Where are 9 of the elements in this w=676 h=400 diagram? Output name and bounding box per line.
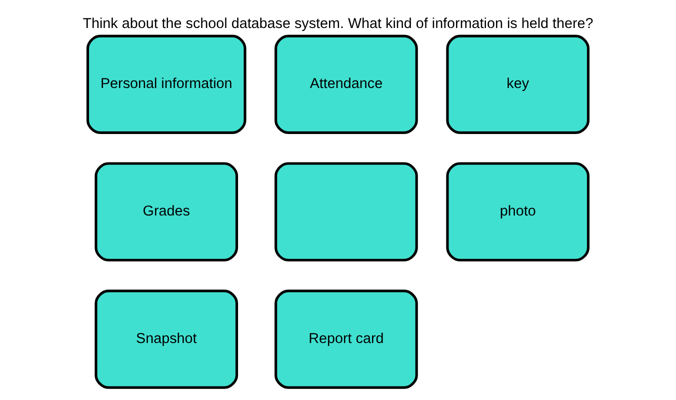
node-box: key xyxy=(446,34,590,134)
node-box: Snapshot xyxy=(94,290,238,389)
node-box: Grades xyxy=(94,162,238,262)
node-box: Personal information xyxy=(86,34,246,134)
node-box: photo xyxy=(446,162,590,262)
diagram-title: Think about the school database system. What kind of information is held there? xyxy=(82,16,594,32)
node-box xyxy=(274,162,418,262)
node-box: Attendance xyxy=(274,34,418,134)
node-box: Report card xyxy=(274,290,418,389)
